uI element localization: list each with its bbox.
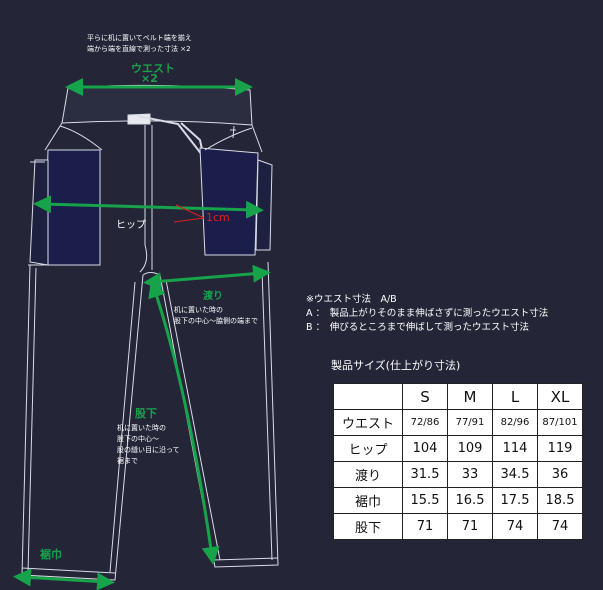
table-row: 股下 71 71 74 74 (333, 513, 583, 540)
table-cell: 71 (447, 513, 493, 540)
table-row: 渡り 31.5 33 34.5 36 (333, 461, 583, 488)
row-label: 股下 (333, 513, 403, 540)
table-cell: 71 (402, 513, 448, 540)
table-cell: 18.5 (537, 487, 583, 514)
top-note-line-1: 平らに机に置いてベルト端を揃え (87, 34, 192, 42)
row-label: ヒップ (333, 435, 403, 462)
table-caption: 製品サイズ(仕上がり寸法) (331, 359, 461, 372)
inseam-note-line-4: 裾まで (117, 457, 138, 465)
table-header-row: S M L XL (333, 383, 583, 410)
table-row: ウエスト 72/86 77/91 82/96 87/101 (333, 409, 583, 436)
size-table: S M L XL ウエスト 72/86 77/91 82/96 87/101 ヒ… (333, 383, 583, 540)
table-cell: 31.5 (402, 461, 448, 488)
inseam-note-line-1: 机に置いた時の (117, 424, 166, 432)
table-cell: 87/101 (537, 409, 583, 436)
top-note: 平らに机に置いてベルト端を揃え 端から端を直線で測った寸法 ×2 (87, 33, 192, 55)
waist-note: ※ウエスト寸法 A/B A ： 製品上がりそのまま伸ばさずに測ったウエスト寸法 … (306, 293, 548, 335)
inseam-label: 股下 (135, 407, 157, 420)
row-label: 裾巾 (333, 487, 403, 514)
size-header: L (492, 383, 538, 410)
rise-note: 机に置いた時の 股下の中心～脇側の端まで (174, 305, 258, 327)
waist-note-title: ※ウエスト寸法 A/B (306, 294, 397, 305)
table-corner (333, 383, 403, 410)
table-cell: 17.5 (492, 487, 538, 514)
table-row: ヒップ 104 109 114 119 (333, 435, 583, 462)
table-cell: 77/91 (447, 409, 493, 436)
table-cell: 16.5 (447, 487, 493, 514)
measure-lines (13, 78, 271, 590)
one-cm-label: 1cm (206, 211, 230, 224)
table-cell: 119 (537, 435, 583, 462)
inseam-note-line-3: 股の縫い目に沿って (117, 446, 180, 454)
table-cell: 82/96 (492, 409, 538, 436)
hip-measure-line (33, 195, 264, 219)
inseam-note-line-2: 股下の中心～ (117, 435, 159, 443)
inseam-measure-line (148, 279, 220, 565)
table-cell: 74 (492, 513, 538, 540)
table-cell: 109 (447, 435, 493, 462)
hip-label: ヒップ (116, 220, 146, 231)
one-cm-marker (173, 204, 205, 223)
hem-label: 裾巾 (40, 548, 62, 561)
table-cell: 33 (447, 461, 493, 488)
rise-label: 渡り (203, 291, 223, 302)
rise-note-line-2: 股下の中心～脇側の端まで (174, 317, 258, 325)
table-cell: 34.5 (492, 461, 538, 488)
waist-label: ウエスト (131, 62, 175, 75)
table-cell: 114 (492, 435, 538, 462)
inseam-note: 机に置いた時の 股下の中心～ 股の縫い目に沿って 裾まで (117, 423, 180, 467)
table-cell: 36 (537, 461, 583, 488)
rise-measure-line (143, 264, 271, 291)
size-header: M (447, 383, 493, 410)
waist-note-a: A ： 製品上がりそのまま伸ばさずに測ったウエスト寸法 (306, 308, 549, 319)
waist-x2-label: ×2 (141, 72, 158, 85)
table-cell: 74 (537, 513, 583, 540)
waist-note-b: B ： 伸びるところまで伸ばして測ったウエスト寸法 (306, 322, 530, 333)
table-row: 裾巾 15.5 16.5 17.5 18.5 (333, 487, 583, 514)
top-note-line-2: 端から端を直線で測った寸法 ×2 (87, 45, 191, 53)
row-label: 渡り (333, 461, 403, 488)
table-cell: 72/86 (402, 409, 448, 436)
row-label: ウエスト (333, 409, 403, 436)
size-header: XL (537, 383, 583, 410)
table-cell: 15.5 (402, 487, 448, 514)
size-header: S (402, 383, 448, 410)
rise-note-line-1: 机に置いた時の (174, 306, 223, 314)
pants-outline (21, 84, 279, 581)
table-cell: 104 (402, 435, 448, 462)
hem-measure-line (13, 568, 115, 590)
